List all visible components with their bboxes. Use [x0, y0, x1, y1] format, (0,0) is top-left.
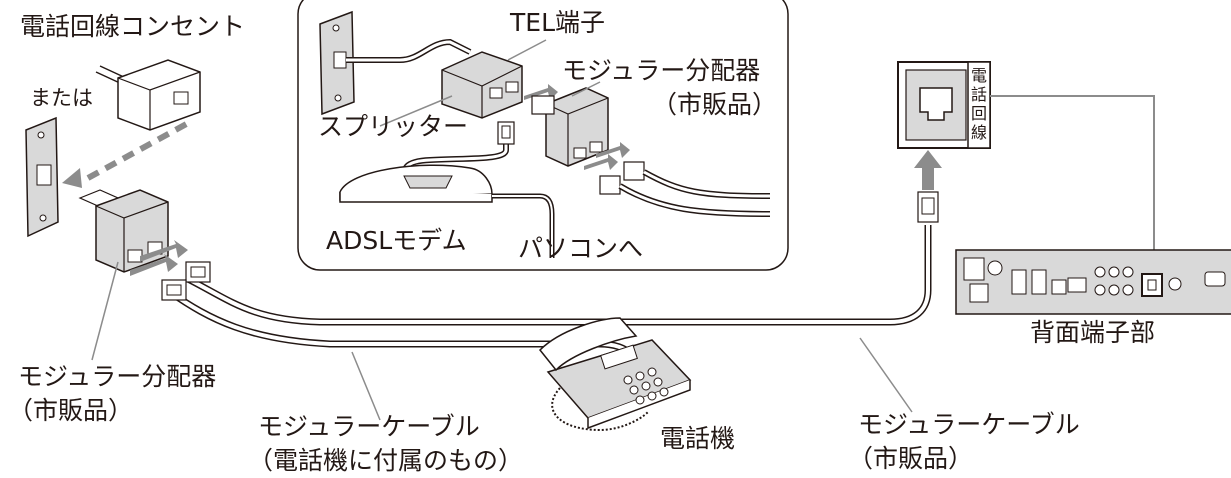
label-or: または [30, 86, 93, 110]
label-inset-modular-splitter-2: （市販品） [652, 90, 778, 119]
label-to-pc: パソコンへ [518, 234, 644, 263]
modular-plug-left-2 [161, 279, 187, 301]
label-phone-line-char-3: 回 [970, 104, 987, 123]
arrow-into-splitter [140, 240, 188, 262]
arrow-up-to-port [914, 150, 942, 190]
adsl-modem-device [339, 164, 493, 203]
label-tel-terminal: TEL端子 [510, 8, 605, 37]
label-wall-outlet: 電話回線コンセント [20, 12, 246, 41]
label-cable-included-2: （電話機に付属のもの） [248, 446, 524, 475]
inset-plug-down [497, 121, 515, 145]
label-cable-included-1: モジュラーケーブル [258, 412, 480, 441]
modular-plug-left-1 [185, 261, 211, 283]
telephone-device [538, 317, 692, 432]
label-splitter: スプリッター [318, 112, 469, 141]
wall-socket-adapter [95, 59, 201, 131]
label-rear-panel: 背面端子部 [1030, 318, 1156, 347]
modular-splitter-main [78, 189, 169, 273]
label-cable-retail-1: モジュラーケーブル [858, 410, 1080, 439]
arrow-into-splitter-2 [130, 254, 178, 276]
label-phone-line-char-2: 話 [970, 85, 987, 104]
inset-arrow-out-1 [596, 142, 630, 158]
label-cable-retail-2: （市販品） [848, 444, 974, 473]
inset-wall-outlet [319, 10, 355, 116]
label-telephone: 電話機 [660, 424, 736, 453]
recorder-rear-panel [955, 249, 1231, 315]
label-inset-modular-splitter-1: モジュラー分配器 [562, 56, 761, 85]
label-phone-line-char-4: 線 [970, 123, 987, 142]
phone-line-port-enlarged [897, 61, 991, 149]
arrow-to-outlet [62, 168, 82, 188]
leader-lines [91, 39, 913, 421]
inset-splitter [441, 51, 523, 119]
dashed-connection [86, 119, 192, 181]
inset-plug-out-2 [599, 175, 621, 195]
modular-cable-retail [184, 225, 932, 326]
inset-plug-out-1 [623, 161, 645, 181]
modular-plug-right [917, 191, 939, 223]
label-phone-line-char-1: 電 [970, 66, 987, 85]
port-leader-line [990, 95, 1155, 272]
inset-plug-in [531, 95, 555, 115]
label-adsl-modem: ADSLモデム [326, 226, 467, 255]
label-main-modular-splitter-1: モジュラー分配器 [18, 362, 217, 391]
label-main-modular-splitter-2: （市販品） [8, 396, 134, 425]
wall-outlet-left [25, 116, 59, 238]
inset-arrow-out-2 [584, 154, 618, 170]
